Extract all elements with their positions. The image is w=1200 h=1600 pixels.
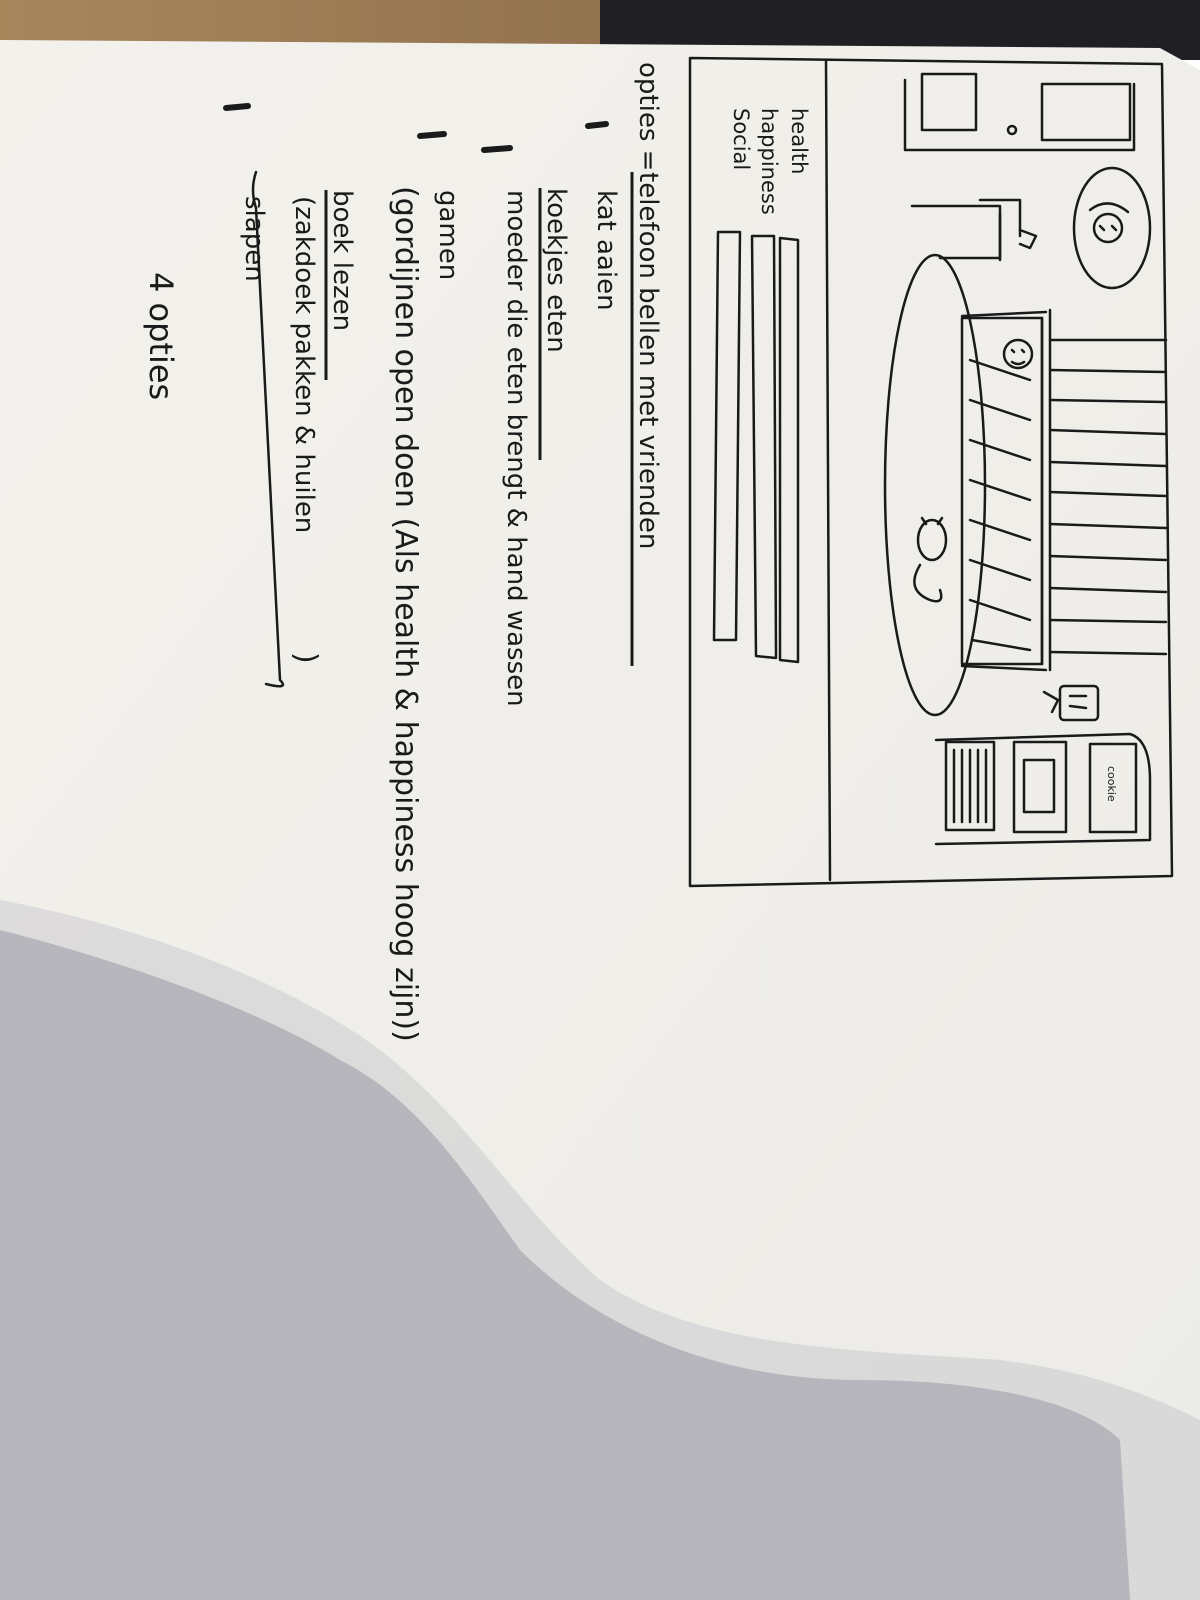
happiness-bar — [750, 234, 778, 660]
option-item: koekjes eten — [541, 188, 571, 353]
window-icon — [920, 72, 978, 132]
hand-shadow — [0, 930, 1130, 1600]
option-item: (zakdoek pakken & huilen — [289, 196, 319, 533]
stats-labels: health happiness Social — [729, 108, 811, 215]
panel-divider — [824, 58, 832, 882]
curtains — [1048, 308, 1168, 672]
bullet-marks — [223, 103, 609, 153]
health-bar — [778, 236, 800, 664]
chair-icon — [910, 198, 1038, 262]
option-item: moeder die eten brengt & hand wassen — [501, 190, 531, 707]
bed-icon — [960, 310, 1048, 672]
option-item: kat aaien — [591, 190, 621, 311]
stat-bars — [712, 230, 800, 664]
rug — [883, 253, 987, 717]
options-bracket — [251, 170, 285, 688]
options-list: opties = telefoon bellen met vrienden ka… — [142, 62, 663, 1042]
shelf-icon — [934, 732, 1152, 846]
cat-icon — [913, 516, 948, 603]
person-head-icon — [1002, 338, 1034, 370]
option-item: telefoon bellen met vrienden — [633, 172, 663, 549]
option-item: boek lezen — [327, 190, 357, 331]
option-item: gamen — [433, 190, 463, 280]
options-count-note: 4 opties — [142, 272, 180, 400]
option-item: slapen — [239, 196, 269, 282]
stat-label-social: Social — [729, 108, 753, 170]
stat-label-health: health — [787, 108, 811, 174]
stat-label-happiness: happiness — [757, 108, 781, 215]
options-heading: opties = — [633, 62, 663, 171]
cookie-jar-label: cookie — [1105, 766, 1118, 802]
character-portrait-icon — [1072, 166, 1152, 290]
game-screen-frame — [688, 56, 1174, 888]
nightstand-lamp-icon — [1042, 684, 1100, 722]
social-bar — [712, 230, 742, 642]
hand-shadow-soft — [0, 900, 1200, 1600]
option-item: (gordijnen open doen (Als health & happi… — [388, 186, 423, 1042]
door-icon — [903, 78, 1136, 152]
option-item: ) — [288, 652, 323, 664]
